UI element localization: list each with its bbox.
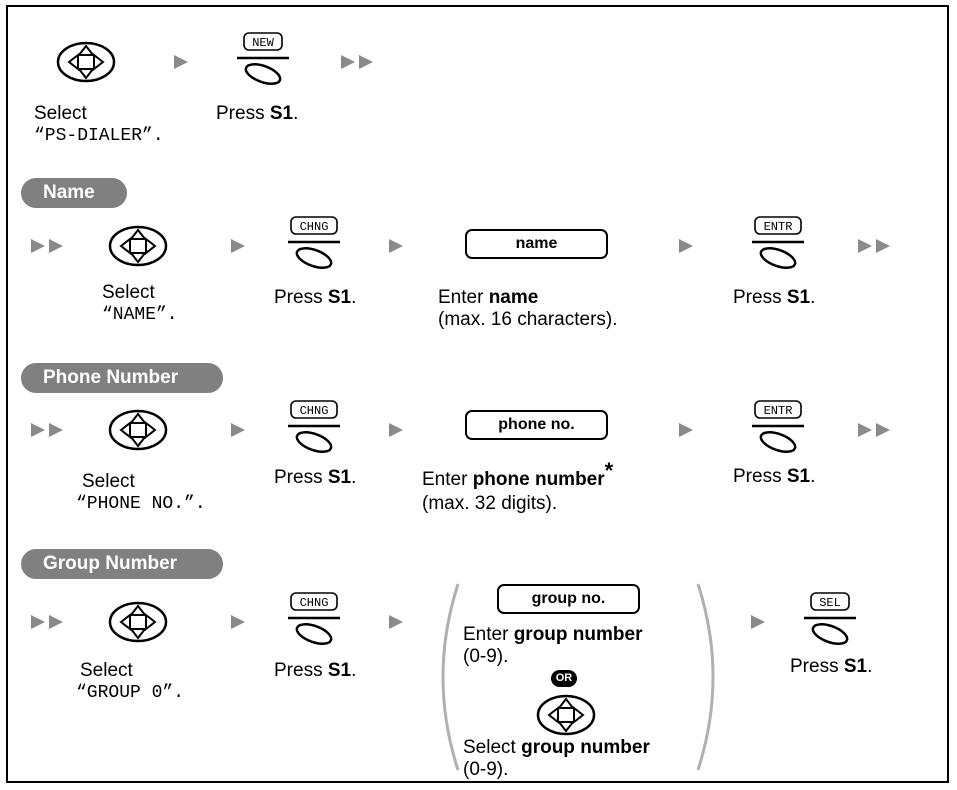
select-value: “PS-DIALER”. [34,126,164,146]
name-input-field: name [465,229,608,259]
select-label: Select [34,103,87,124]
group-number-input-field: group no. [497,584,640,614]
select-value: “NAME”. [102,305,178,325]
select-label: Select [102,282,155,303]
svg-text:ENTR: ENTR [764,220,793,234]
select-note: (0-9). [463,759,509,780]
svg-text:NEW: NEW [252,36,274,50]
enter-instruction: Enter name [438,287,539,308]
select-label: Select [82,471,135,492]
section-title-name: Name [21,178,127,208]
select-value: “PHONE NO.”. [76,494,206,514]
svg-text:SEL: SEL [819,596,841,610]
press-instruction: Press S1. [790,656,873,677]
enter-note: (max. 16 characters). [438,309,618,330]
enter-note: (0-9). [463,646,509,667]
svg-text:CHNG: CHNG [300,404,329,418]
enter-note: (max. 32 digits). [422,493,558,514]
press-instruction: Press S1. [733,287,816,308]
svg-text:ENTR: ENTR [764,404,793,418]
or-badge: OR [551,670,577,687]
diagram-frame [6,5,949,783]
svg-text:CHNG: CHNG [300,220,329,234]
enter-instruction: Enter phone number* [422,458,614,491]
press-instruction: Press S1. [274,467,357,488]
select-instruction: Select group number [463,737,650,758]
press-instruction: Press S1. [733,466,816,487]
press-instruction: Press S1. [216,103,299,124]
press-instruction: Press S1. [274,660,357,681]
press-instruction: Press S1. [274,287,357,308]
enter-instruction: Enter group number [463,624,643,645]
section-title-phone-number: Phone Number [21,363,223,393]
phone-number-input-field: phone no. [465,410,608,440]
footnote-asterisk: * [604,458,614,483]
select-value: “GROUP 0”. [76,683,185,703]
section-title-group-number: Group Number [21,549,223,579]
select-label: Select [80,660,133,681]
svg-text:CHNG: CHNG [300,596,329,610]
